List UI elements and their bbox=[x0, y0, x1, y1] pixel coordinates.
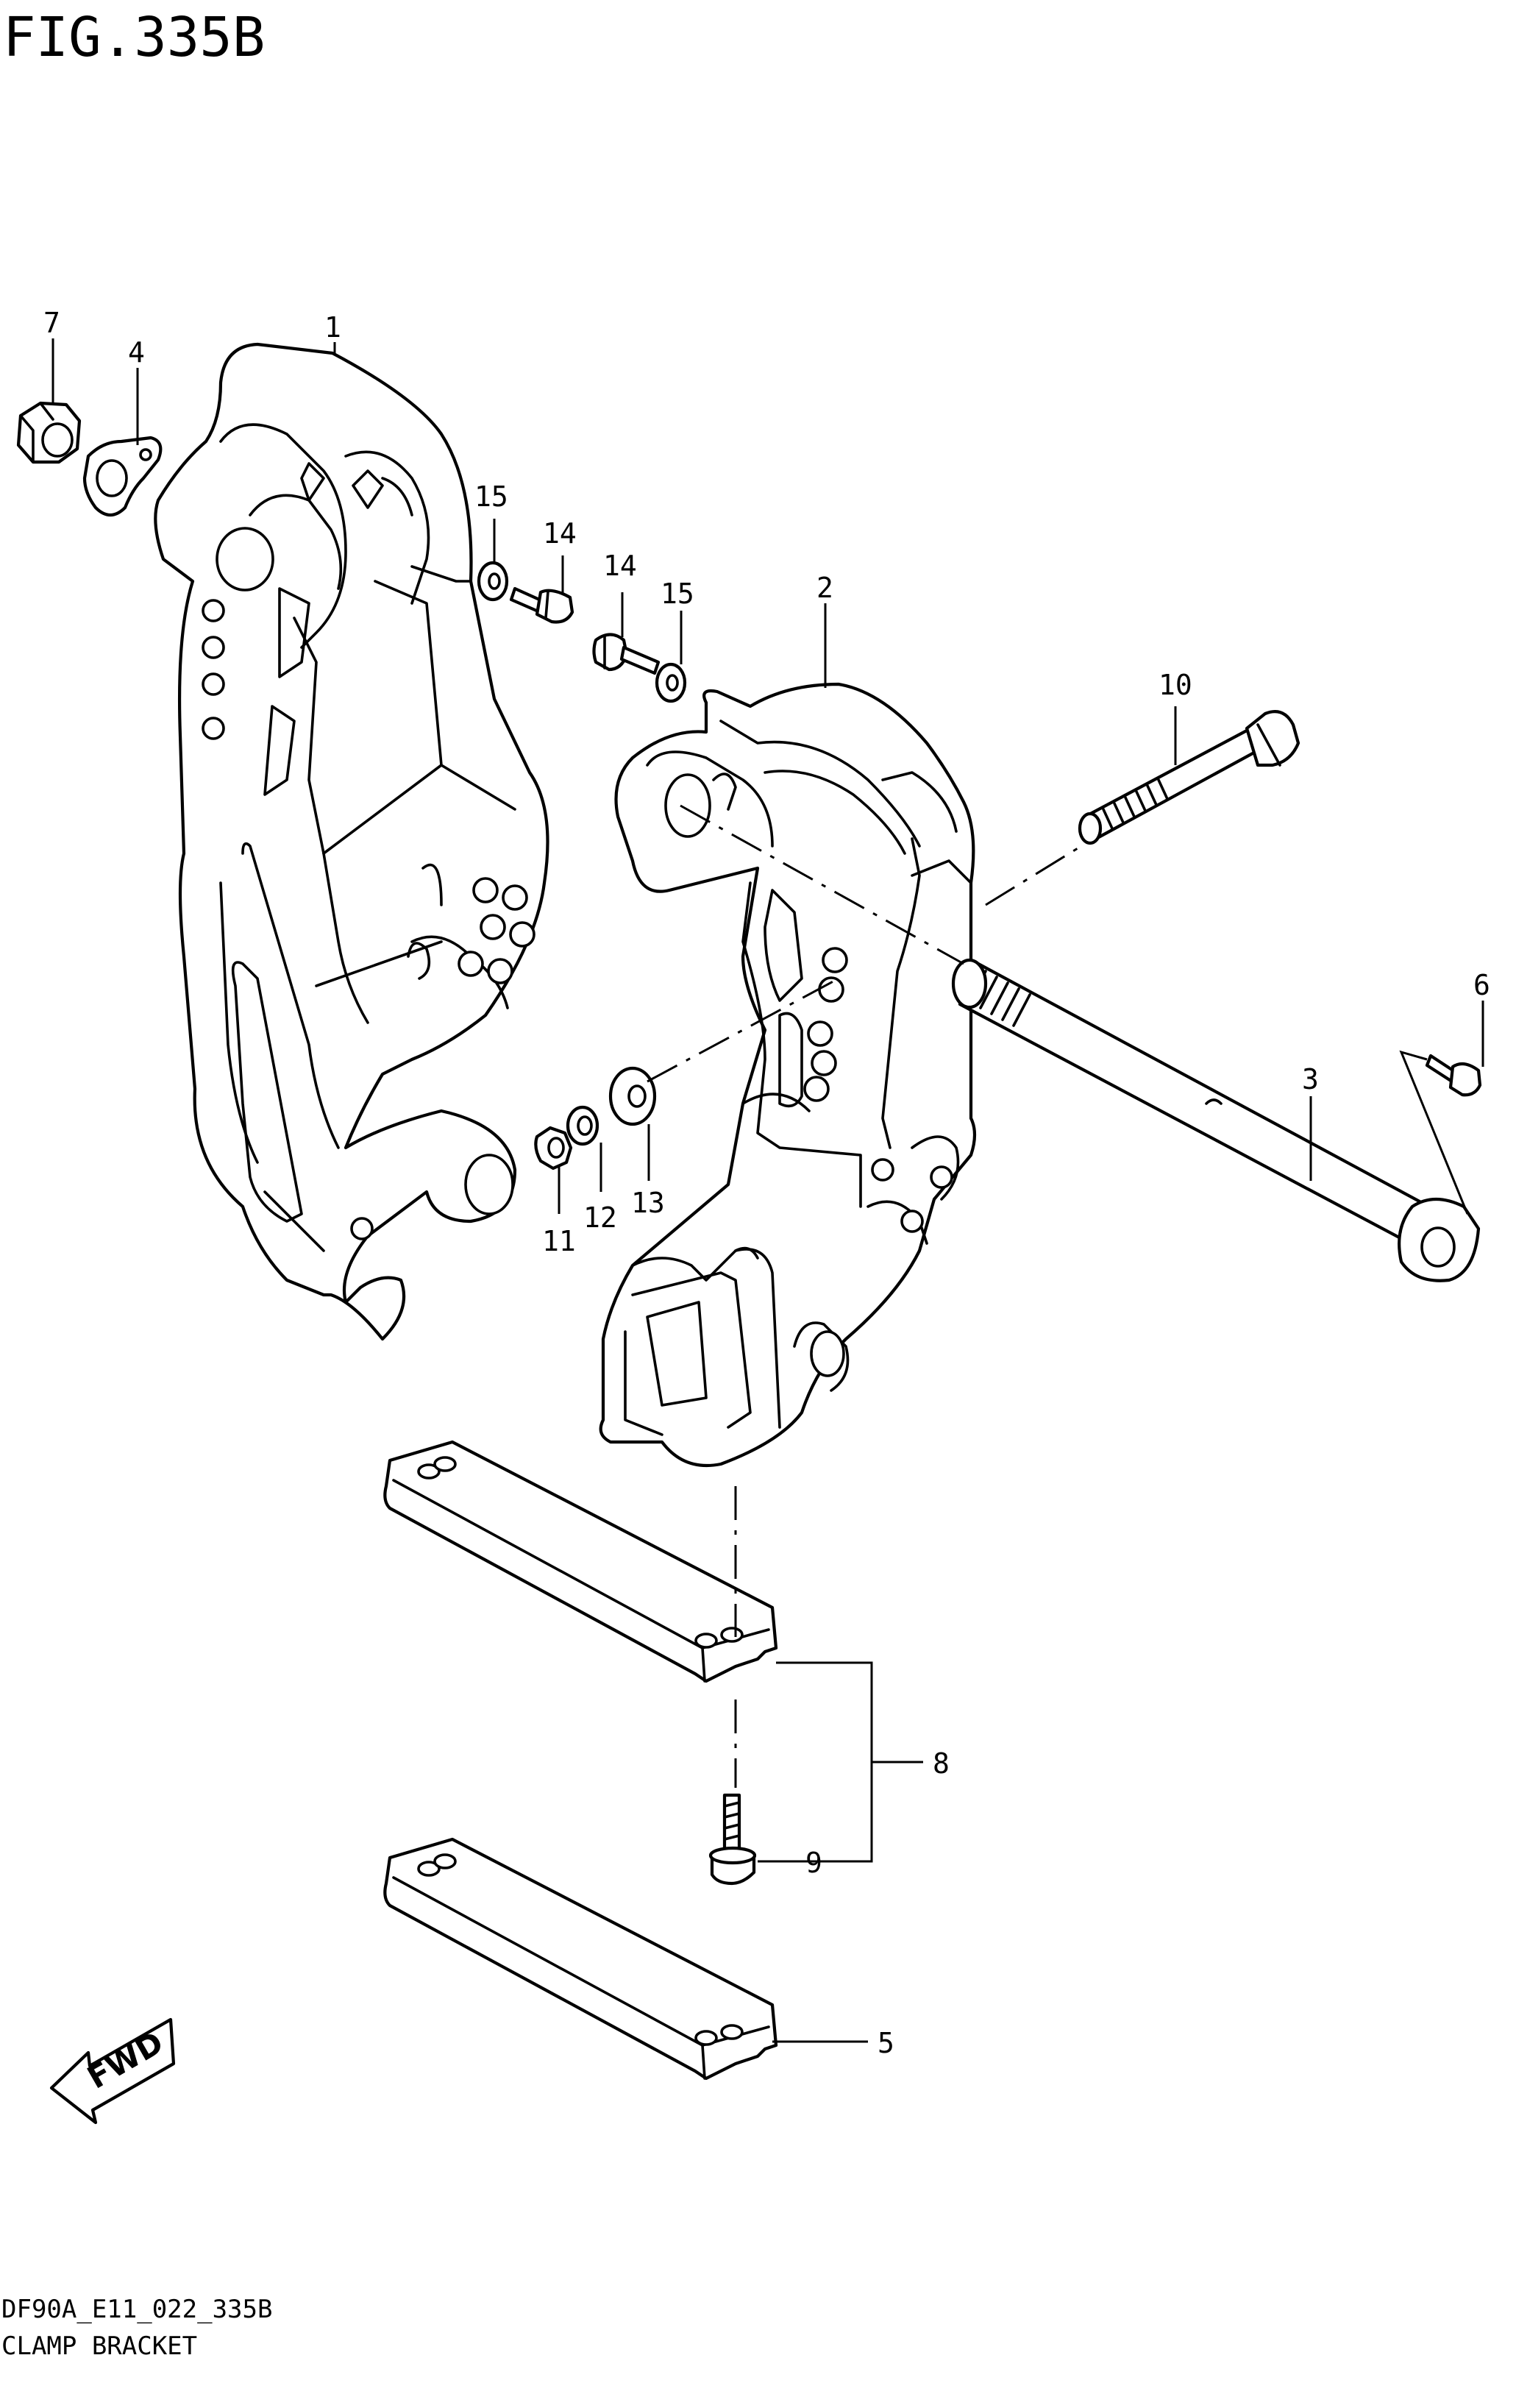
lock-washer bbox=[566, 1105, 599, 1146]
lock-nut bbox=[16, 401, 82, 464]
left-clamp-bracket bbox=[154, 342, 549, 1341]
figure-title: FIG.335B bbox=[3, 6, 265, 69]
callout-numbers: 7 4 1 15 14 14 15 2 10 6 3 11 12 13 8 9 … bbox=[43, 307, 1490, 2059]
callout-1: 1 bbox=[324, 311, 341, 344]
small-bolt bbox=[1425, 1054, 1482, 1097]
callout-9: 9 bbox=[805, 1847, 822, 1879]
callout-14-upper: 14 bbox=[543, 517, 577, 550]
tilt-shaft bbox=[951, 958, 1481, 1282]
callout-15-lower: 15 bbox=[661, 578, 694, 610]
figure-caption: CLAMP BRACKET bbox=[1, 2331, 197, 2361]
washer-lower bbox=[655, 662, 687, 703]
drawing-code: DF90A_E11_022_335B bbox=[1, 2295, 272, 2324]
callout-3: 3 bbox=[1302, 1063, 1319, 1095]
callout-13: 13 bbox=[631, 1187, 665, 1219]
callout-12: 12 bbox=[583, 1201, 617, 1234]
lower-clamp-plate bbox=[383, 1837, 778, 2081]
flat-washer bbox=[608, 1066, 657, 1126]
screw-lower bbox=[592, 633, 661, 675]
callout-11: 11 bbox=[542, 1225, 576, 1257]
nut-small bbox=[534, 1126, 573, 1171]
callout-8: 8 bbox=[933, 1747, 950, 1780]
alignment-lines bbox=[647, 804, 1469, 1788]
forward-direction-arrow: FWD bbox=[49, 2017, 176, 2125]
screw-upper bbox=[509, 586, 574, 624]
stopper-plate bbox=[82, 436, 163, 517]
callout-2: 2 bbox=[816, 572, 833, 604]
callout-10: 10 bbox=[1159, 669, 1192, 701]
callout-14-lower: 14 bbox=[603, 550, 637, 582]
through-bolt bbox=[1078, 710, 1300, 845]
callout-5: 5 bbox=[878, 2027, 894, 2059]
leader-lines bbox=[51, 338, 1484, 2043]
upper-clamp-plate bbox=[383, 1440, 778, 1683]
callout-6: 6 bbox=[1473, 969, 1490, 1001]
washer-upper bbox=[477, 561, 509, 602]
plate-bolt bbox=[708, 1793, 757, 1886]
right-clamp-bracket bbox=[599, 682, 977, 1468]
callout-7: 7 bbox=[43, 307, 60, 339]
callout-4: 4 bbox=[128, 336, 145, 369]
callout-15-upper: 15 bbox=[474, 480, 508, 513]
